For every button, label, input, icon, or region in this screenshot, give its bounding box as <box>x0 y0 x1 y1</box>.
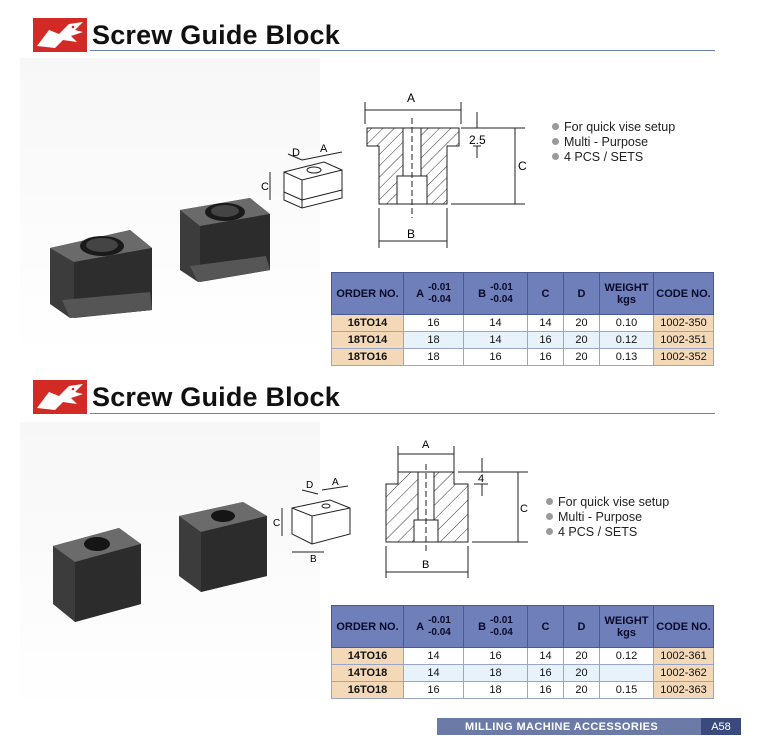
title-divider <box>90 50 715 51</box>
spec-table: ORDER NO. A-0.01-0.04 B-0.01-0.04 C D WE… <box>331 605 714 699</box>
dim-b-label: B <box>407 227 415 241</box>
cross-section-drawing: A B C 4 <box>385 439 528 578</box>
bullet-icon <box>546 528 553 535</box>
header-a: A-0.01-0.04 <box>403 605 464 648</box>
title-divider <box>90 413 715 414</box>
table-header-row: ORDER NO. A-0.01-0.04 B-0.01-0.04 C D WE… <box>331 272 714 315</box>
dim-d-label: D <box>306 480 313 491</box>
guide-block-image-left <box>50 230 152 318</box>
product-photo <box>50 198 270 318</box>
table-row: 18TO16 18 16 16 20 0.13 1002-352 <box>331 348 714 366</box>
dim-gap-label: 4 <box>478 473 484 485</box>
isometric-drawing: D A C <box>261 143 343 209</box>
dim-c-label: C <box>520 503 528 515</box>
bullet-icon <box>552 153 559 160</box>
table-row: 14TO18 14 18 16 20 1002-362 <box>331 664 714 682</box>
guide-block-image-right <box>180 198 270 282</box>
eagle-logo-icon <box>33 18 87 52</box>
header-code: CODE NO. <box>653 605 714 648</box>
feature-item: For quick vise setup <box>546 494 669 509</box>
footer-bar: MILLING MACHINE ACCESSORIES A58 <box>437 718 741 735</box>
dim-a-label: A <box>422 439 430 451</box>
header-d: D <box>563 272 600 315</box>
dim-a-label: A <box>407 91 415 105</box>
product-section-2: Screw Guide Block D A C B <box>0 372 757 712</box>
dim-a-label: A <box>332 477 339 488</box>
table-row: 18TO14 18 14 16 20 0.12 1002-351 <box>331 331 714 349</box>
dim-gap-label: 2.5 <box>469 133 486 147</box>
header-c: C <box>527 605 564 648</box>
feature-item: 4 PCS / SETS <box>546 524 669 539</box>
header-d: D <box>563 605 600 648</box>
isometric-drawing: D A C B <box>273 477 351 562</box>
bullet-icon <box>552 123 559 130</box>
feature-list: For quick vise setup Multi - Purpose 4 P… <box>546 494 669 539</box>
feature-item: Multi - Purpose <box>546 509 669 524</box>
dim-b-label: B <box>310 554 317 562</box>
dim-b-label: B <box>422 559 429 571</box>
header-order: ORDER NO. <box>331 272 404 315</box>
spec-table: ORDER NO. A-0.01-0.04 B-0.01-0.04 C D WE… <box>331 272 714 366</box>
table-row: 14TO16 14 16 14 20 0.12 1002-361 <box>331 647 714 665</box>
header-a: A-0.01-0.04 <box>403 272 464 315</box>
feature-item: 4 PCS / SETS <box>552 149 675 164</box>
guide-block-image-right <box>179 502 267 592</box>
section-title: Screw Guide Block <box>92 382 340 412</box>
header-order: ORDER NO. <box>331 605 404 648</box>
feature-item: For quick vise setup <box>552 119 675 134</box>
table-row: 16TO14 16 14 14 20 0.10 1002-350 <box>331 314 714 332</box>
header-b: B-0.01-0.04 <box>463 272 528 315</box>
product-section-1: Screw Guide Block <box>0 0 757 370</box>
dim-c-label: C <box>273 518 280 529</box>
guide-block-image-left <box>53 528 141 622</box>
bullet-icon <box>546 513 553 520</box>
header-c: C <box>527 272 564 315</box>
dim-c-label: C <box>261 181 269 193</box>
feature-item: Multi - Purpose <box>552 134 675 149</box>
cross-section-drawing: A B C 2.5 <box>364 91 527 248</box>
section-title: Screw Guide Block <box>92 20 340 50</box>
footer-category: MILLING MACHINE ACCESSORIES <box>465 720 659 733</box>
header-code: CODE NO. <box>653 272 714 315</box>
dim-a-label: A <box>320 143 328 155</box>
table-header-row: ORDER NO. A-0.01-0.04 B-0.01-0.04 C D WE… <box>331 605 714 648</box>
header-b: B-0.01-0.04 <box>463 605 528 648</box>
dim-d-label: D <box>292 147 300 159</box>
eagle-logo-icon <box>33 380 87 414</box>
table-row: 16TO18 16 18 16 20 0.15 1002-363 <box>331 681 714 699</box>
product-photo <box>53 502 267 622</box>
bullet-icon <box>546 498 553 505</box>
dim-c-label: C <box>518 159 527 173</box>
page-number: A58 <box>701 718 741 735</box>
bullet-icon <box>552 138 559 145</box>
feature-list: For quick vise setup Multi - Purpose 4 P… <box>552 119 675 164</box>
